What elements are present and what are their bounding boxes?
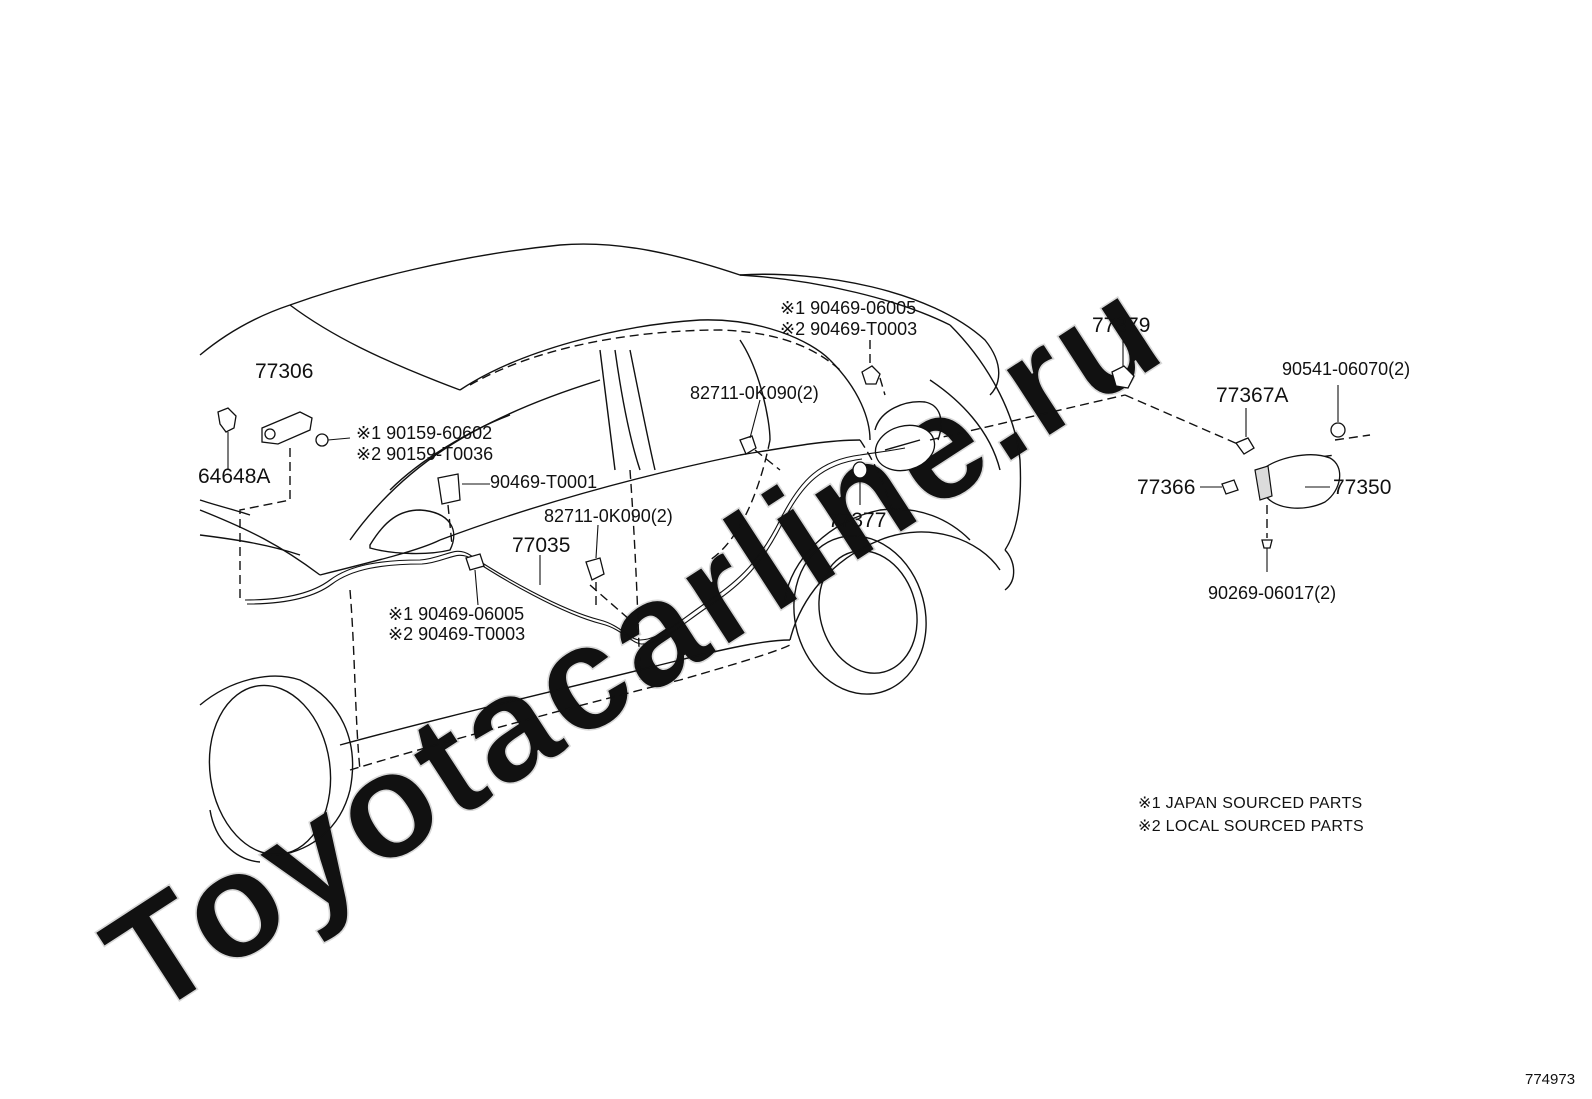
screw-90159-icon [315, 433, 351, 447]
label-77366: 77366 [1137, 476, 1195, 499]
cable-77035 [244, 447, 906, 641]
watermark: Toyotacarline.ru [76, 242, 1191, 1047]
label-82711-bottom: 82711-0K090(2) [544, 506, 673, 526]
reference-number: 774973 [1525, 1071, 1575, 1088]
part-90269-icon [1261, 505, 1273, 572]
label-clip-bottom-local: ※2 90469-T0003 [388, 624, 525, 644]
label-77377: 77377 [828, 509, 886, 532]
label-90541: 90541-06070(2) [1282, 359, 1410, 379]
clip-bottom-icon [465, 553, 485, 571]
part-77350-fuel-door-icon [1254, 454, 1341, 509]
grommet-77377-icon [852, 461, 868, 505]
car-body-outline [199, 243, 1022, 863]
part-64648A-icon [217, 407, 237, 470]
label-82711-top: 82711-0K090(2) [690, 383, 819, 403]
clamp-90469-T0001-icon [437, 473, 461, 505]
label-90269: 90269-06017(2) [1208, 583, 1336, 603]
label-screw-local: ※2 90159-T0036 [356, 444, 493, 464]
part-77379-icon [1111, 340, 1135, 389]
clip-82711-bottom-icon [585, 557, 605, 581]
label-screw-japan: ※1 90159-60602 [356, 423, 492, 443]
legend-japan: ※1 JAPAN SOURCED PARTS [1138, 795, 1363, 812]
label-77379: 77379 [1092, 314, 1150, 337]
label-77035: 77035 [512, 534, 570, 557]
label-77350: 77350 [1333, 476, 1391, 499]
clip-top-icon [861, 365, 881, 385]
part-77367A-icon [1234, 408, 1255, 455]
part-77366-icon [1200, 479, 1239, 495]
legend-local: ※2 LOCAL SOURCED PARTS [1138, 818, 1364, 835]
clip-82711-top-icon [739, 435, 757, 455]
part-90541-icon [1330, 385, 1346, 438]
label-90469-T0001: 90469-T0001 [490, 472, 597, 492]
part-77306-icon [261, 411, 313, 445]
label-77367A: 77367A [1216, 384, 1288, 407]
label-clip-bottom-japan: ※1 90469-06005 [388, 604, 524, 624]
label-64648A: 64648A [198, 465, 270, 488]
label-clip-top-japan: ※1 90469-06005 [780, 298, 916, 318]
label-clip-top-local: ※2 90469-T0003 [780, 319, 917, 339]
label-77306: 77306 [255, 360, 313, 383]
